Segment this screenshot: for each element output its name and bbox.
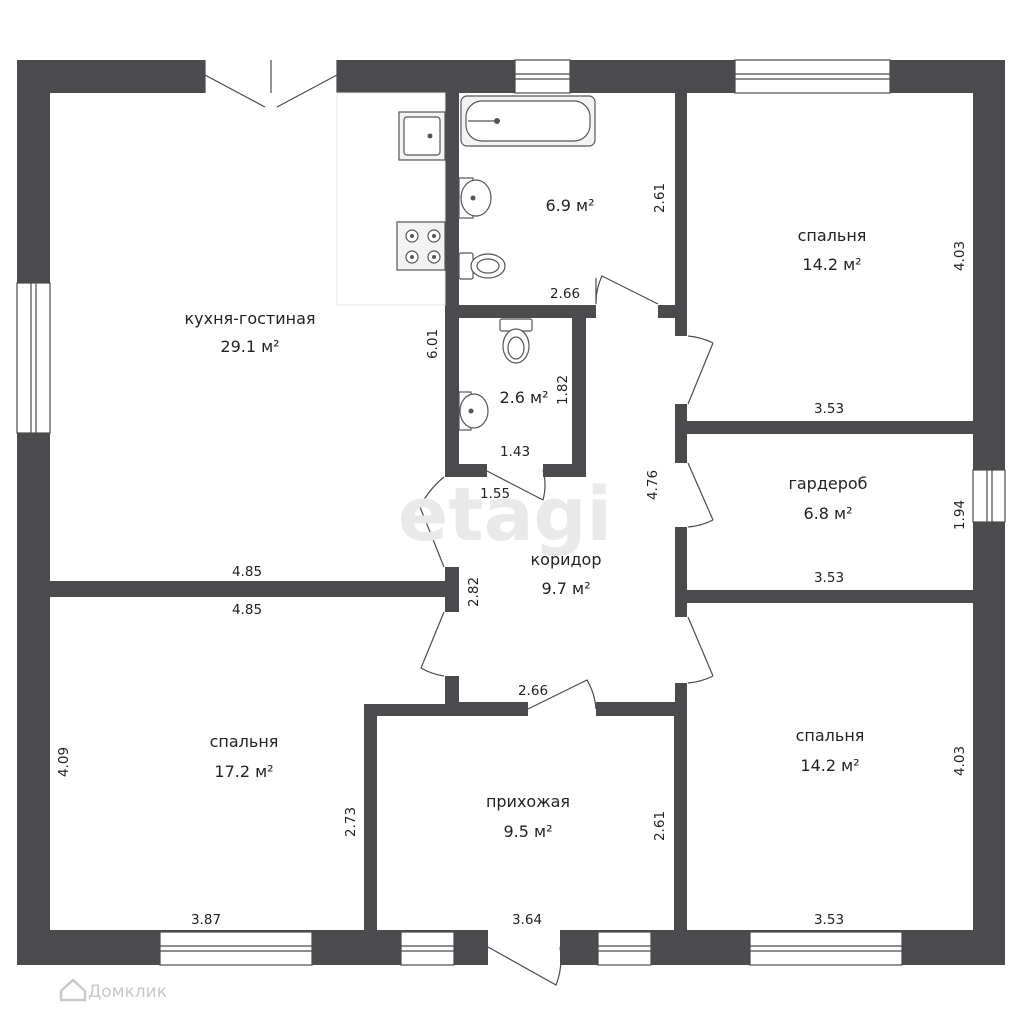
bathroom-fixtures <box>458 95 596 280</box>
kitchen-living-area: 29.1 м² <box>220 337 279 356</box>
bath-door-opening <box>596 304 658 319</box>
bedroom-corridor-opening <box>444 612 460 676</box>
dim-hallway-width: 3.64 <box>512 912 542 928</box>
bedroom-ne-floor <box>687 93 973 421</box>
window-hall-south-1 <box>400 931 455 966</box>
bedroom-se-name: спальня <box>796 726 865 745</box>
dim-kitchen-height: 6.01 <box>425 329 441 359</box>
door-bedroom-ne <box>687 335 714 405</box>
door-wc <box>486 469 546 501</box>
kitchen-corridor-opening <box>444 477 460 567</box>
bathroom-area: 6.9 м² <box>545 196 594 215</box>
dim-bedroom-ne-width: 3.53 <box>814 401 844 417</box>
bathtub-icon <box>460 95 596 147</box>
door-hall <box>527 679 597 710</box>
corridor-area: 9.7 м² <box>541 579 590 598</box>
room-labels: кухня-гостиная 29.1 м² 6.9 м² 2.6 м² спа… <box>184 196 867 841</box>
dim-wc-door: 1.55 <box>480 486 510 502</box>
kitchen-sink-icon <box>398 111 446 161</box>
washbasin-icon <box>458 177 492 219</box>
doors <box>419 275 714 986</box>
wc-area: 2.6 м² <box>499 388 548 407</box>
window-bath-north <box>514 59 571 94</box>
dim-bedroom-sw-top: 4.85 <box>232 602 262 618</box>
wardrobe-name: гардероб <box>788 474 867 493</box>
hall-door-opening <box>528 701 596 717</box>
room-floors <box>50 93 973 966</box>
hallway-floor <box>377 716 674 930</box>
window-wardrobe-east <box>972 469 1006 523</box>
window-bedroom-se-south <box>749 931 903 966</box>
door-bedroom-corridor <box>420 611 445 677</box>
bedroom-ne-area: 14.2 м² <box>802 255 861 274</box>
corridor-name: коридор <box>530 550 601 569</box>
wardrobe-area: 6.8 м² <box>803 504 852 523</box>
bedroom-ne-door-opening <box>674 336 688 404</box>
hallway-area: 9.5 м² <box>503 822 552 841</box>
dim-bedroom-sw-side: 2.73 <box>343 807 359 837</box>
wc-toilet-icon <box>499 318 533 364</box>
door-wardrobe <box>687 462 714 528</box>
dim-bath-height: 2.61 <box>652 183 668 213</box>
window-bedroom-sw-south <box>159 931 313 966</box>
house-icon <box>59 978 87 1002</box>
dim-bedroom-se-width: 3.53 <box>814 912 844 928</box>
kitchen-living-floor <box>50 93 445 581</box>
wc-door-opening <box>487 463 543 478</box>
bedroom-se-floor <box>687 603 973 930</box>
door-bathroom <box>595 275 659 305</box>
dim-wc-height: 1.82 <box>555 375 571 405</box>
dim-bath-width: 2.66 <box>550 286 580 302</box>
window-hall-south-2 <box>597 931 652 966</box>
bedroom-se-area: 14.2 м² <box>800 756 859 775</box>
window-kitchen-west <box>16 282 51 434</box>
wc-washbasin-icon <box>458 391 489 431</box>
dim-bedroom-se-height: 4.03 <box>952 746 968 776</box>
stove-icon <box>396 221 446 271</box>
domclick-logo: Домклик <box>59 978 167 1002</box>
dim-corridor-height: 4.76 <box>645 470 661 500</box>
corridor-floor <box>459 318 675 702</box>
bedroom-sw-area: 17.2 м² <box>214 762 273 781</box>
wardrobe-door-opening <box>674 463 688 527</box>
dim-hallway-height: 2.61 <box>652 811 668 841</box>
wc-fixtures <box>458 318 533 431</box>
dim-kitchen-width: 4.85 <box>232 564 262 580</box>
kitchen-counter-zone <box>336 92 446 306</box>
dim-bedroom-sw-height: 4.09 <box>56 747 72 777</box>
dim-corridor-left: 2.82 <box>466 577 482 607</box>
dim-wc-width: 1.43 <box>500 444 530 460</box>
hallway-name: прихожая <box>486 792 570 811</box>
toilet-icon <box>458 252 506 280</box>
dim-wardrobe-width: 3.53 <box>814 570 844 586</box>
bedroom-sw-floor-shape <box>50 597 445 930</box>
windows <box>16 59 1006 966</box>
door-entrance <box>487 946 562 986</box>
wardrobe-floor <box>687 434 973 590</box>
dimension-labels: 6.01 4.85 4.85 2.61 2.66 1.82 1.43 1.55 … <box>56 183 968 928</box>
etagi-watermark: etagi <box>398 472 612 558</box>
domclick-brand-text: Домклик <box>88 982 167 1002</box>
bedroom-sw-name: спальня <box>210 732 279 751</box>
dim-wardrobe-height: 1.94 <box>952 500 968 530</box>
kitchen-fixtures <box>336 92 446 306</box>
balcony-door-kitchen <box>204 60 338 108</box>
dim-bedroom-ne-height: 4.03 <box>952 241 968 271</box>
dim-corridor-width: 2.66 <box>518 683 548 699</box>
window-bedroom-ne-north <box>734 59 891 94</box>
bedroom-ne-name: спальня <box>798 226 867 245</box>
bedroom-se-door-opening <box>674 617 688 683</box>
kitchen-living-name: кухня-гостиная <box>184 309 315 328</box>
dim-bedroom-sw-width: 3.87 <box>191 912 221 928</box>
entrance-door-opening <box>488 929 560 966</box>
door-kitchen-corridor <box>419 476 445 568</box>
door-bedroom-se <box>687 616 714 684</box>
